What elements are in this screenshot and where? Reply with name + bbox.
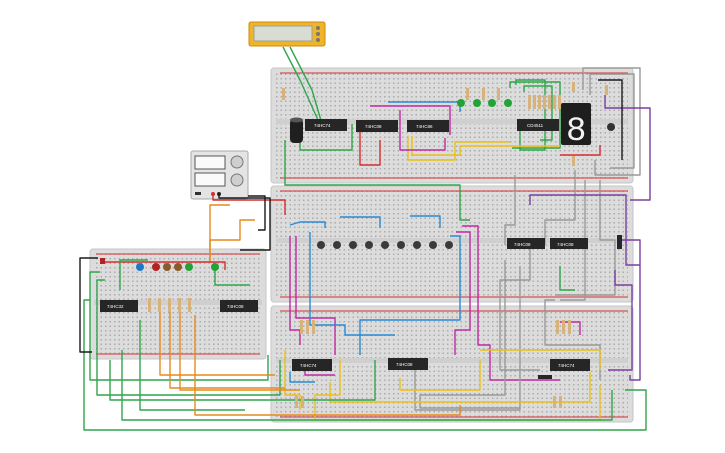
chip-left-2: 74HC08 (220, 300, 258, 312)
pushbutton-icon[interactable] (349, 241, 357, 249)
seven-segment-display-icon: 8 (561, 103, 591, 151)
pushbutton-icon[interactable] (397, 241, 405, 249)
pushbutton-icon[interactable] (333, 241, 341, 249)
chip-left-1: 74HC32 (100, 300, 138, 312)
resistors-bottom (295, 320, 571, 408)
chip-bot-2: 74HC08 (388, 358, 428, 370)
resistors-top (282, 82, 608, 166)
capacitor-icon (290, 117, 303, 143)
chip-label: 74HC74 (300, 363, 317, 368)
chip-label: 74HC08 (557, 242, 574, 247)
pushbutton-icon[interactable] (445, 241, 453, 249)
pushbutton-row[interactable] (317, 241, 453, 249)
chip-top-4: CD4511 (517, 119, 559, 131)
power-supply-icon[interactable] (190, 150, 249, 200)
pushbutton-icon[interactable] (413, 241, 421, 249)
pushbutton-icon[interactable] (381, 241, 389, 249)
chip-top-1: 74HC74 (305, 119, 347, 131)
chip-label: 74HC08 (396, 362, 413, 367)
chip-bot-1: 74HC74 (292, 359, 332, 371)
chip-label: 74HC08 (227, 304, 244, 309)
leds-top (457, 99, 512, 107)
chip-label: 74HC74 (558, 363, 575, 368)
diode (538, 375, 552, 379)
diode (617, 235, 622, 249)
resistors-left (148, 298, 191, 312)
leds-left (100, 258, 219, 271)
wires (79, 46, 651, 431)
pushbutton-icon[interactable] (429, 241, 437, 249)
chip-label: 74HC08 (365, 124, 382, 129)
lcd-display-icon (248, 21, 326, 47)
pushbutton-icon[interactable] (365, 241, 373, 249)
chip-top-2: 74HC08 (356, 120, 398, 132)
pushbutton-top[interactable] (607, 123, 615, 131)
power-rails (96, 72, 628, 418)
pushbutton-icon[interactable] (317, 241, 325, 249)
chip-bot-3: 74HC74 (550, 359, 590, 371)
chip-label: 74HC74 (314, 123, 331, 128)
chip-label: 74HC08 (514, 242, 531, 247)
chip-label: CD4511 (527, 123, 544, 128)
chip-label: 74HC86 (416, 124, 433, 129)
seven-segment-digit: 8 (566, 113, 586, 151)
chip-label: 74HC32 (107, 304, 124, 309)
chip-top-3: 74HC86 (407, 120, 449, 132)
chip-mid-1: 74HC08 (507, 238, 545, 249)
chip-mid-2: 74HC08 (550, 238, 588, 249)
